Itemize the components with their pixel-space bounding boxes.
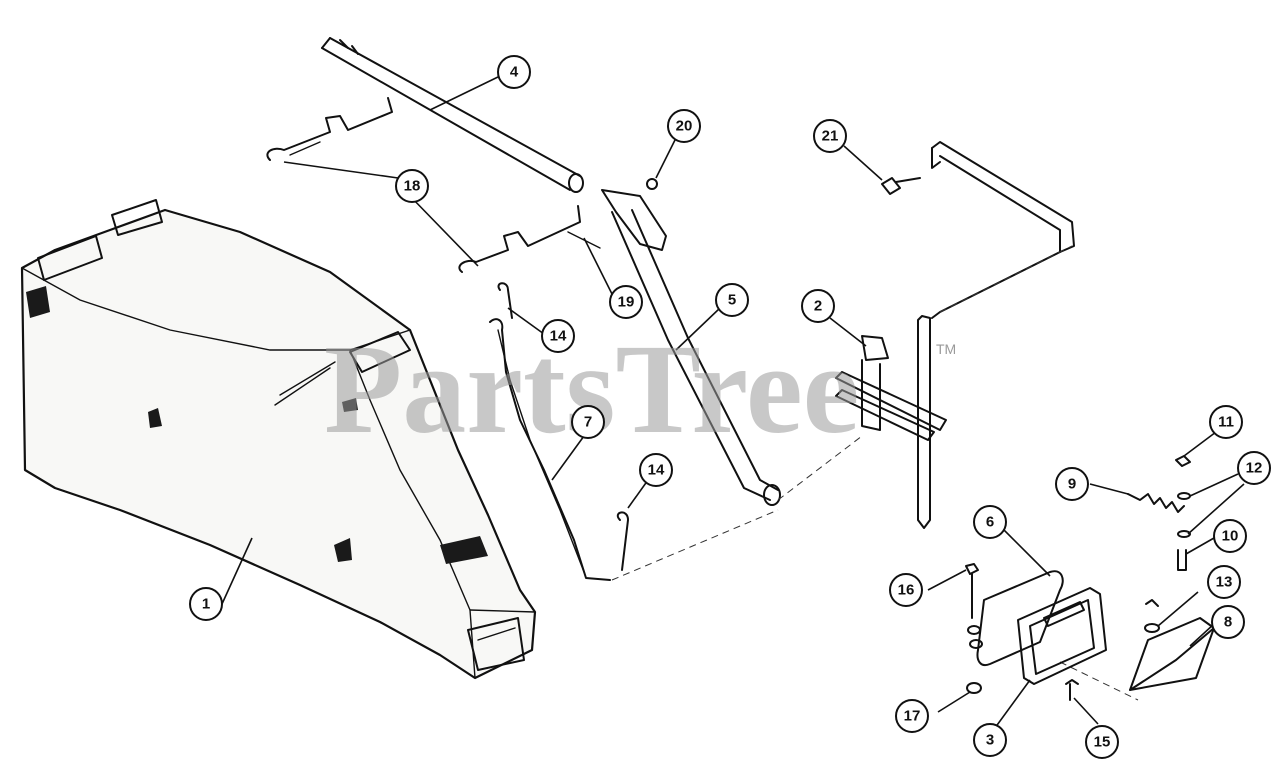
svg-text:5: 5 (728, 292, 736, 309)
part-11-nut[interactable] (1175, 431, 1217, 467)
svg-text:4: 4 (510, 64, 519, 81)
callout-12[interactable]: 12 (1237, 451, 1271, 485)
part-19-rod[interactable] (567, 231, 613, 295)
part-14-clip-upper[interactable] (497, 282, 545, 335)
part-12-washers[interactable] (1177, 473, 1245, 538)
callout-14-lower[interactable]: 14 (639, 453, 673, 487)
part-13-washer[interactable] (1144, 591, 1199, 633)
part-7-wire[interactable] (489, 318, 611, 581)
svg-text:6: 6 (986, 514, 994, 531)
svg-text:19: 19 (618, 294, 635, 311)
part-18-hooks[interactable] (266, 97, 581, 273)
callout-1[interactable]: 1 (189, 587, 223, 621)
part-21-bolt[interactable] (843, 145, 921, 195)
part-2-plate[interactable] (829, 317, 947, 441)
assembly-lines (611, 245, 1139, 701)
callout-10[interactable]: 10 (1213, 519, 1247, 553)
svg-text:7: 7 (584, 414, 592, 431)
callout-17[interactable]: 17 (895, 699, 929, 733)
part-5-arm[interactable] (601, 189, 781, 506)
part-16-bolt[interactable] (927, 563, 979, 619)
svg-text:21: 21 (822, 128, 839, 145)
callout-18[interactable]: 18 (395, 169, 429, 203)
svg-text:8: 8 (1224, 614, 1232, 631)
svg-text:1: 1 (202, 596, 210, 613)
svg-text:15: 15 (1094, 734, 1111, 751)
callout-14-upper[interactable]: 14 (541, 319, 575, 353)
callout-19[interactable]: 19 (609, 285, 643, 319)
svg-text:17: 17 (904, 708, 921, 725)
callout-6[interactable]: 6 (973, 505, 1007, 539)
part-14-clip-lower[interactable] (616, 479, 649, 571)
svg-text:12: 12 (1246, 460, 1263, 477)
svg-text:16: 16 (898, 582, 915, 599)
part-6-wire-loop[interactable] (976, 523, 1064, 666)
svg-text:9: 9 (1068, 476, 1076, 493)
callout-8[interactable]: 8 (1211, 605, 1245, 639)
part-9-spring[interactable] (1089, 483, 1185, 513)
svg-text:2: 2 (814, 298, 822, 315)
svg-text:11: 11 (1218, 414, 1234, 431)
part-3-frame[interactable] (991, 587, 1107, 733)
callout-13[interactable]: 13 (1207, 565, 1241, 599)
watermark-brand: PartsTree (324, 318, 859, 460)
callout-11[interactable]: 11 (1209, 405, 1243, 439)
part-1-grass-bag[interactable] (20, 199, 537, 680)
part-10-bolt[interactable] (1177, 537, 1215, 571)
part-4-tube[interactable] (321, 37, 584, 193)
svg-text:20: 20 (676, 118, 693, 135)
callout-4[interactable]: 4 (497, 55, 531, 89)
callout-15[interactable]: 15 (1085, 725, 1119, 759)
svg-text:14: 14 (648, 462, 665, 479)
svg-text:13: 13 (1216, 574, 1233, 591)
callout-5[interactable]: 5 (715, 283, 749, 317)
callout-21[interactable]: 21 (813, 119, 847, 153)
part-8-deflector[interactable] (1129, 617, 1215, 691)
svg-text:10: 10 (1222, 528, 1239, 545)
svg-text:14: 14 (550, 328, 567, 345)
bracket-frame (917, 141, 1075, 529)
part-17-nut[interactable] (937, 625, 983, 713)
part-15-bolt[interactable] (1065, 679, 1099, 725)
callout-16[interactable]: 16 (889, 573, 923, 607)
svg-text:3: 3 (986, 732, 994, 749)
watermark-trademark: TM (936, 341, 956, 357)
part-20-nut[interactable] (646, 135, 678, 190)
callout-7[interactable]: 7 (571, 405, 605, 439)
svg-text:18: 18 (404, 178, 421, 195)
callout-2[interactable]: 2 (801, 289, 835, 323)
callout-20[interactable]: 20 (667, 109, 701, 143)
callout-9[interactable]: 9 (1055, 467, 1089, 501)
callout-3[interactable]: 3 (973, 723, 1007, 757)
